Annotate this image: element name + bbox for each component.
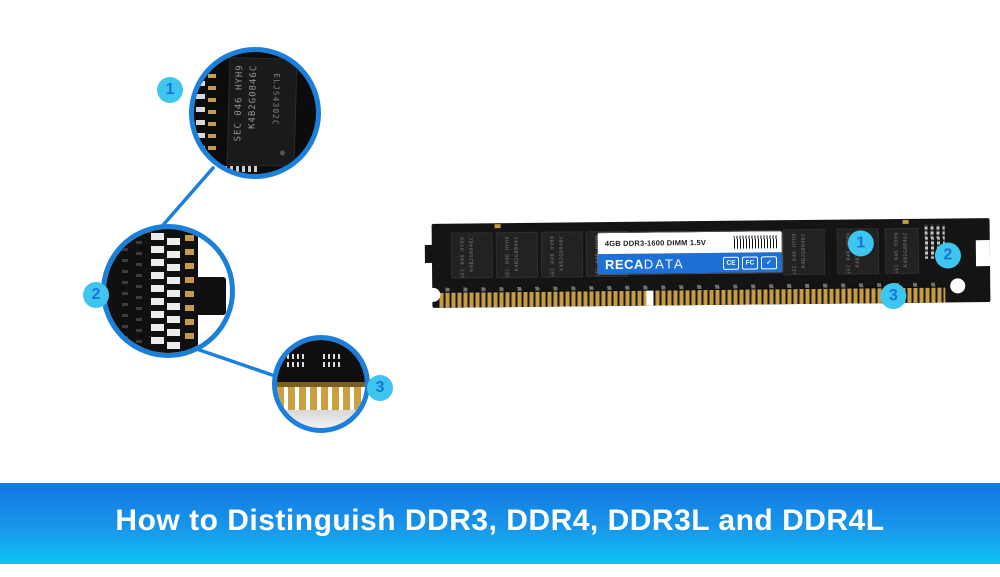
callout-badge-3: 3: [367, 375, 393, 401]
chip-marking-line2: K4B2G0846C: [247, 64, 260, 130]
callout-circle-chip: SEC 046 HYH9 K4B2G0846C ELJS4302C: [189, 47, 321, 179]
badge-number: 1: [165, 81, 175, 98]
chip-marking: SEC 046 HYH9: [504, 236, 512, 279]
ce-mark-icon: CE: [722, 256, 740, 270]
solder-pads: [151, 233, 164, 349]
barcode: [733, 235, 778, 249]
callout-circle-pins: [272, 335, 370, 433]
memory-chip: SEC 046 HYH9 K4B2G0846C: [495, 231, 539, 279]
mounting-hole-left: [426, 287, 441, 302]
gold-test-pad: [902, 219, 909, 224]
badge-number: 2: [943, 246, 953, 264]
memory-chip-photo: SEC 046 HYH9 K4B2G0846C ELJS4302C: [226, 57, 298, 167]
banner-title: How to Distinguish DDR3, DDR4, DDR3L and…: [115, 503, 885, 537]
via-dots: [122, 237, 128, 345]
memory-chip: SEC 046 HYH9 K4B2G0846C: [884, 227, 920, 275]
chip-marking: SEC 046 HYH9: [549, 235, 557, 278]
badge-number: 3: [888, 287, 898, 305]
mounting-hole-right: [950, 278, 966, 294]
chip-marking: SEC 046 HYH9: [791, 233, 799, 276]
pcb-left-tab: [424, 244, 435, 263]
gold-connector-teeth: [277, 382, 365, 410]
callout-badge-1: 1: [157, 77, 183, 103]
module-badge-1: 1: [847, 230, 874, 257]
fcc-mark-icon: FC: [741, 255, 759, 270]
chip-marking: SEC 046 HYH9: [893, 231, 901, 275]
key-notch: [646, 290, 654, 306]
memory-chip: SEC 046 HYH9 K4B2G0846C: [540, 231, 584, 278]
label-spec-text: 4GB DDR3-1600 DIMM 1.5V: [604, 238, 707, 249]
pad-gap: [287, 359, 307, 362]
memory-chip: SEC 046 HYH9 K4B2G0846C: [782, 228, 826, 276]
callout-circle-notch: [101, 224, 235, 358]
module-badge-3: 3: [880, 282, 907, 310]
badge-number: 1: [856, 234, 866, 252]
pad-gap: [323, 359, 343, 362]
solder-pads: [167, 238, 180, 353]
chip-marking: K4B2G0846C: [513, 235, 521, 272]
cert-icons: CE FC ✓: [722, 255, 778, 270]
chip-marking: K4B2G0846C: [902, 231, 910, 268]
solder-pads: [208, 74, 216, 150]
chip-marking: SEC 046 HYH9: [459, 236, 467, 279]
chip-pin1-dot: [279, 150, 285, 156]
module-badge-2: 2: [934, 242, 962, 269]
reflection: [277, 410, 365, 428]
chip-marking: K4B2G0846C: [800, 232, 808, 269]
ram-module: SEC 046 HYH9 K4B2G0846C SEC 046 HYH9 K4B…: [424, 218, 991, 310]
label-spec-area: 4GB DDR3-1600 DIMM 1.5V: [597, 231, 782, 255]
pcb-edge-tab: [198, 277, 226, 315]
right-edge-notch: [975, 240, 991, 267]
gold-pads: [185, 235, 194, 347]
solder-pads: [196, 68, 205, 154]
brand-bold: RECA: [604, 256, 644, 272]
via-dots: [136, 241, 142, 347]
brand-light: DATA: [643, 255, 685, 272]
memory-chip: SEC 046 HYH9 K4B2G0846C: [450, 232, 494, 279]
callout-badge-2: 2: [83, 282, 109, 308]
title-banner: How to Distinguish DDR3, DDR4, DDR3L and…: [0, 483, 1000, 564]
badge-number: 3: [375, 379, 385, 396]
gold-test-pad: [494, 224, 501, 229]
chip-marking-line1: SEC 046 HYH9: [233, 64, 246, 142]
solder-pads: [224, 166, 258, 172]
check-mark-icon: ✓: [760, 255, 778, 269]
chip-marking: K4B2G0846C: [468, 236, 476, 272]
chip-marking-line3: ELJS4302C: [270, 73, 282, 126]
badge-number: 2: [91, 286, 101, 303]
chip-marking: K4B2G0846C: [558, 235, 566, 271]
